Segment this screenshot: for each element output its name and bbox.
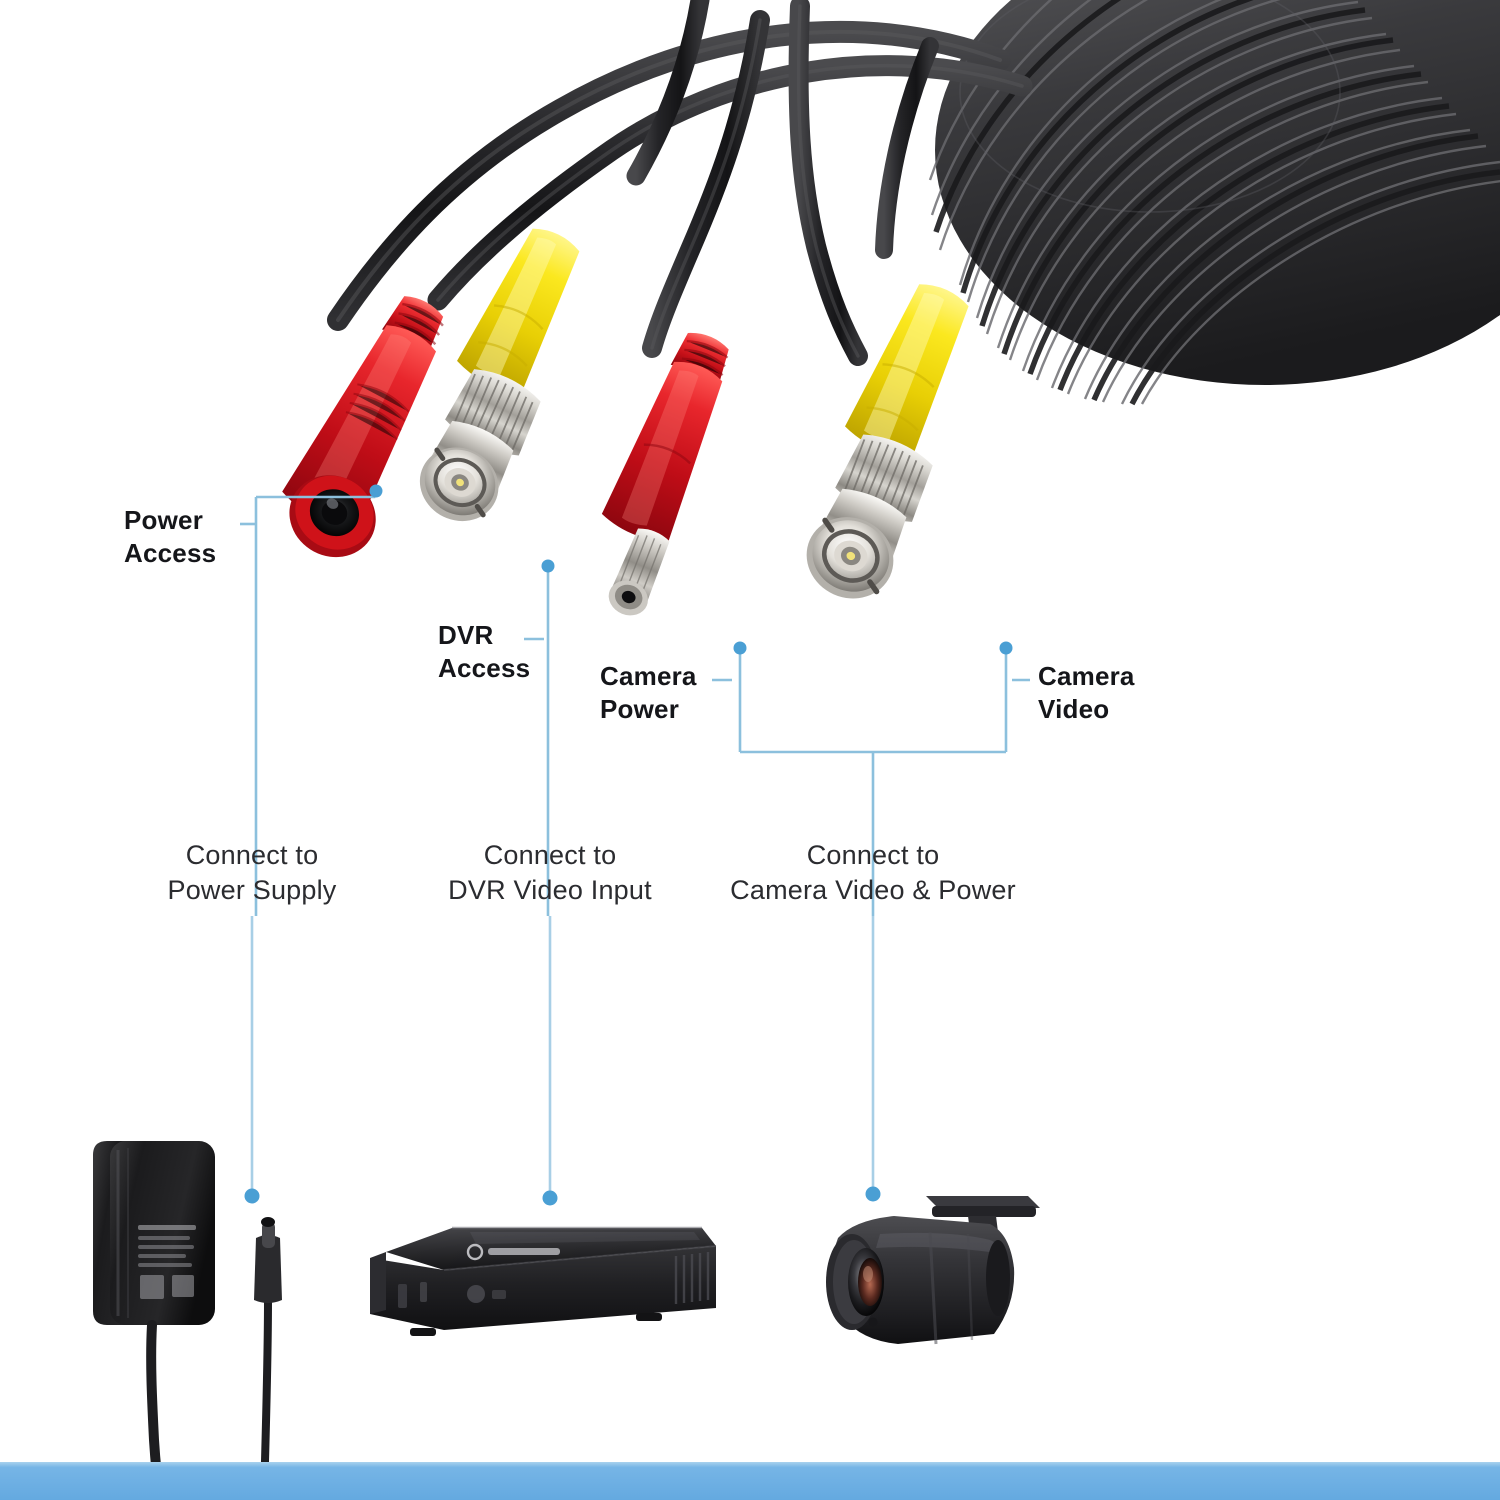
connector-red-male-dc-plug	[601, 332, 729, 616]
dvr-recorder-icon	[370, 1226, 717, 1336]
callout-label-power-access: Power Access	[124, 505, 217, 568]
callout-label-camera-video: Camera Video	[1038, 661, 1135, 724]
connection-label-dvr-video-input: Connect to DVR Video Input	[448, 840, 652, 906]
bullet-camera-icon	[826, 1196, 1040, 1345]
connector-yellow-bnc-dvr	[419, 228, 580, 522]
connection-label-camera-video-power: Connect to Camera Video & Power	[730, 840, 1016, 906]
leader-dots	[244, 484, 1013, 1206]
cable-coil-bundle	[928, 0, 1500, 406]
device-drop-lines	[250, 916, 875, 1196]
connection-label-power-supply: Connect to Power Supply	[167, 840, 337, 906]
footer-bar	[0, 1462, 1500, 1500]
callout-label-camera-power: Camera Power	[600, 661, 697, 724]
connector-yellow-bnc-camera	[806, 284, 969, 599]
cable-runs	[327, 0, 1033, 366]
power-adapter-icon	[93, 1141, 282, 1500]
callout-label-dvr-access: DVR Access	[438, 620, 531, 683]
